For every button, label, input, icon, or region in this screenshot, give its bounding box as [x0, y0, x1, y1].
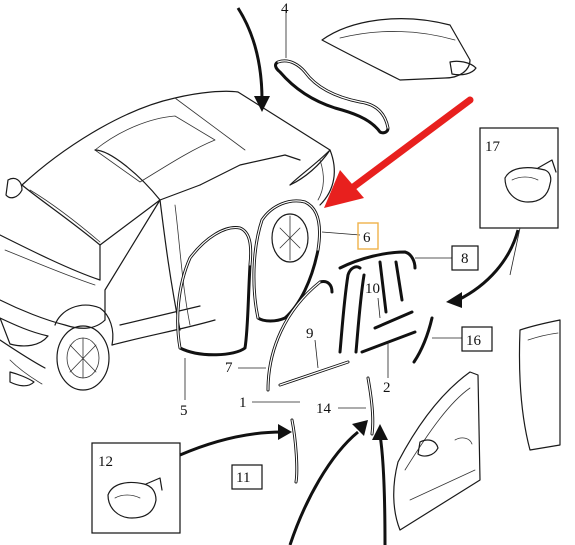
- callout-5: 5: [180, 403, 188, 419]
- callout-11: 11: [236, 470, 250, 486]
- part-14-pillar-trim: [338, 376, 375, 436]
- callout-14: 14: [316, 401, 332, 417]
- label-16-box: [461, 326, 493, 352]
- part-4-trunk-seal: [274, 10, 390, 135]
- label-11-box: [231, 464, 263, 490]
- pointer-arrows: [179, 7, 520, 545]
- rear-door-panel: [518, 319, 561, 451]
- callout-4: 4: [281, 1, 289, 17]
- callout-12: 12: [98, 454, 113, 470]
- callout-2: 2: [383, 380, 391, 396]
- part-5-front-door-seal: [176, 226, 253, 400]
- part-6-rear-door-seal: [252, 199, 361, 323]
- part-16-rear-channel: [412, 316, 462, 364]
- part-7-window-channel: [238, 280, 334, 392]
- part-8-upper-strip: [338, 250, 452, 270]
- callout-8: 8: [461, 251, 469, 267]
- car-body: [0, 90, 335, 391]
- part-11-pillar-trim: [290, 418, 299, 484]
- callout-7: 7: [225, 360, 233, 376]
- callout-17: 17: [485, 139, 501, 155]
- label-6-highlight-box: [357, 222, 379, 250]
- callout-6: 6: [363, 230, 371, 246]
- inset-box-12: [91, 442, 181, 534]
- callout-1: 1: [239, 395, 247, 411]
- part-10-center-channel: [338, 260, 417, 354]
- callout-16: 16: [466, 333, 482, 349]
- inset-box-17: [479, 127, 559, 276]
- label-8-box: [451, 245, 479, 271]
- front-door-panel: [393, 371, 481, 531]
- callout-10: 10: [365, 281, 380, 297]
- highlight-arrow: [324, 96, 474, 208]
- callout-9: 9: [306, 326, 314, 342]
- trunk-lid: [321, 18, 477, 81]
- part-9-belt-strip: [278, 339, 350, 387]
